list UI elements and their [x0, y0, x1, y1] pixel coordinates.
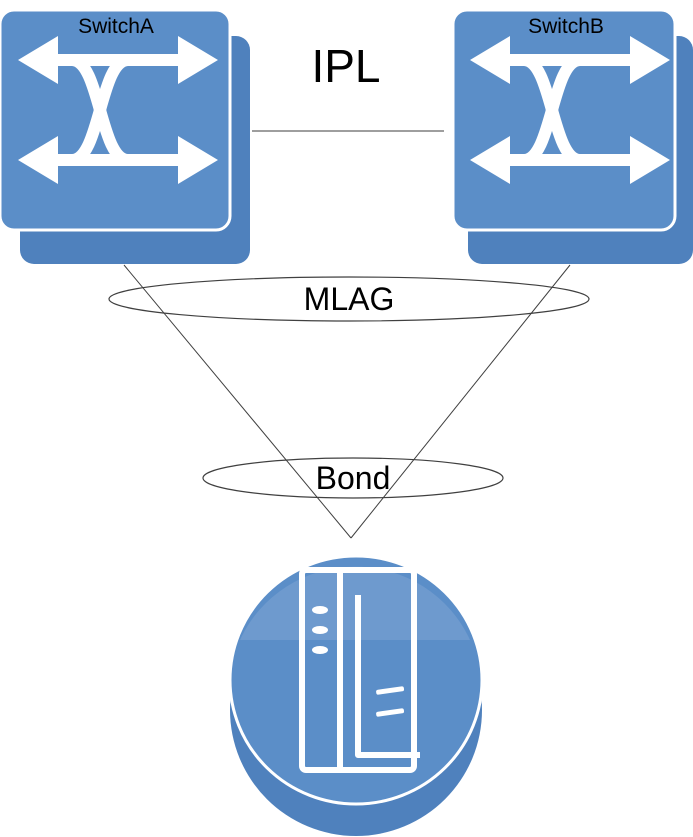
- link-switch-a-server: [123, 264, 352, 539]
- mlag-label: MLAG: [304, 281, 395, 317]
- link-switch-b-server: [350, 264, 571, 539]
- ipl-label: IPL: [311, 40, 380, 92]
- switch-a-label: SwitchA: [78, 15, 154, 38]
- bond-group: Bond: [202, 457, 504, 499]
- switch-b: SwitchB: [451, 8, 693, 264]
- server-icon: [228, 554, 484, 836]
- bond-label: Bond: [316, 460, 391, 496]
- switch-b-label: SwitchB: [528, 15, 604, 38]
- mlag-group: MLAG: [108, 276, 590, 322]
- switch-a: SwitchA: [0, 8, 250, 264]
